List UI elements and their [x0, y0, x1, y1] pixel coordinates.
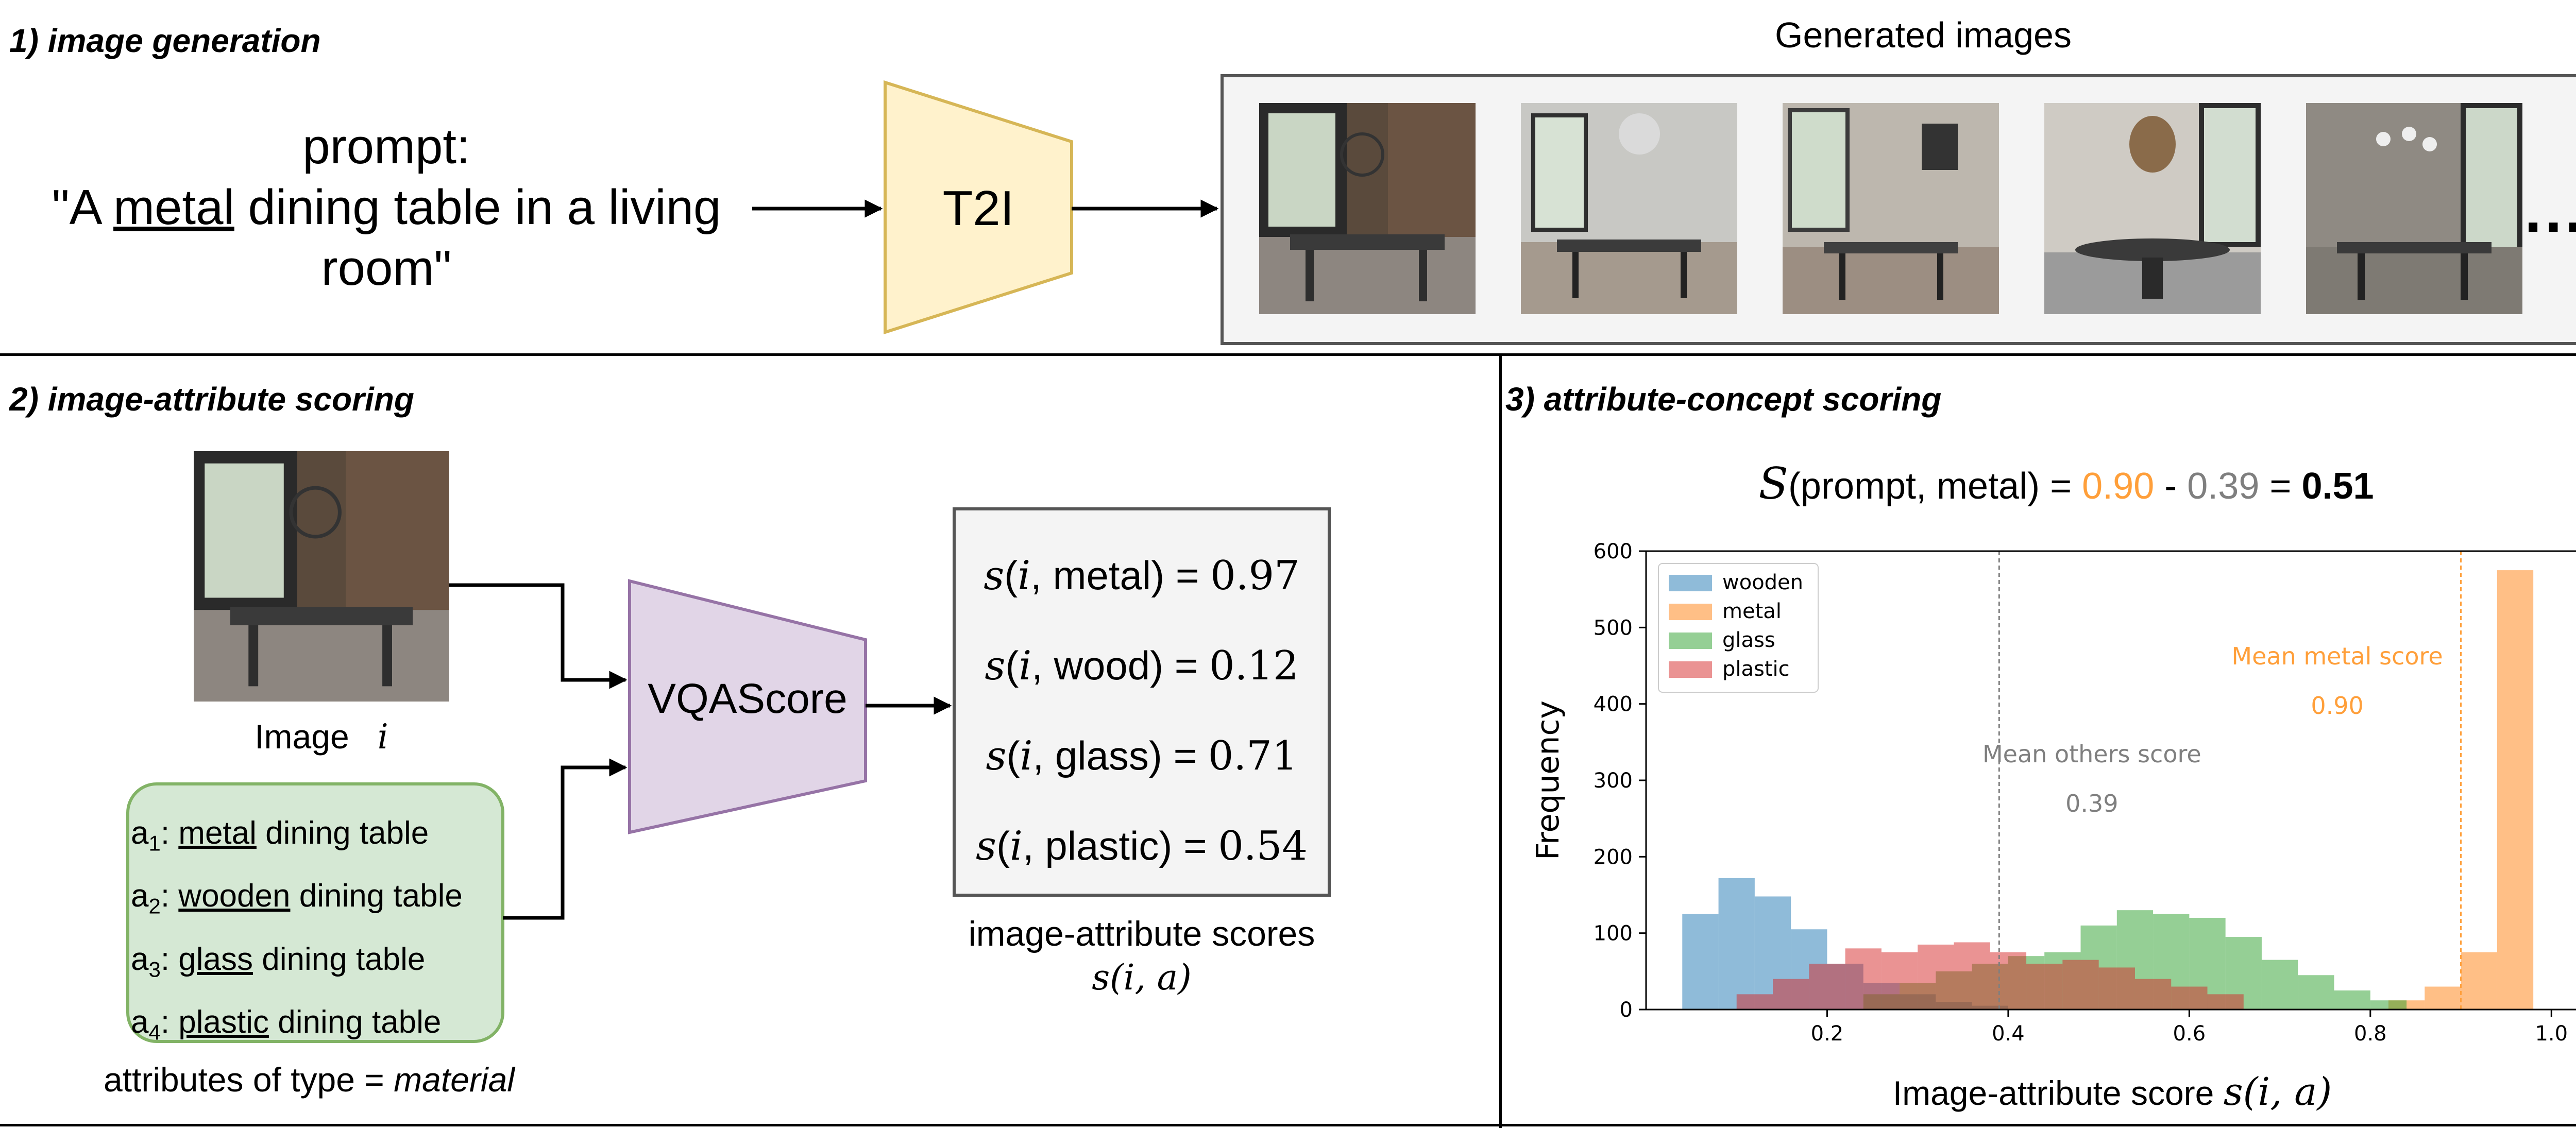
generated-image-4: [2044, 103, 2261, 314]
list-item: a2: wooden dining table: [131, 878, 463, 918]
section1-title: 1) image generation: [9, 22, 321, 59]
vqascore-label: VQAScore: [648, 675, 848, 722]
scores-caption-math: s(i, a): [1092, 958, 1192, 998]
legend-box: [1658, 563, 1819, 693]
prompt-line-1: "A metal dining table in a living: [52, 180, 721, 235]
histogram-bar-plastic: [1773, 979, 1809, 1010]
metal-mean-value: 0.90: [2082, 466, 2155, 507]
gallery-title: Generated images: [1775, 15, 2072, 55]
list-item: a1: metal dining table: [131, 815, 429, 856]
y-tick-label: 500: [1594, 616, 1633, 640]
y-tick-label: 600: [1594, 540, 1633, 563]
image-variable: i: [377, 717, 388, 757]
histogram-bar-plastic: [2171, 986, 2208, 1010]
y-tick-label: 400: [1594, 693, 1633, 716]
score-row: s(i, glass) = 0.71: [986, 733, 1298, 779]
divider-top: [0, 353, 2576, 356]
x-tick-label: 0.8: [2354, 1022, 2387, 1046]
prompt-underlined-word: metal: [113, 180, 234, 235]
legend-swatch-wooden: [1669, 575, 1712, 591]
prompt-text: prompt: "A metal dining table in a livin…: [21, 116, 752, 299]
histogram-bar-wooden: [1682, 914, 1719, 1010]
t2i-label: T2I: [942, 181, 1014, 236]
legend-swatch-metal: [1669, 604, 1712, 620]
generated-image-5: [2306, 103, 2522, 314]
divider-bottom: [0, 1124, 2576, 1126]
x-axis-label: Image-attribute score s(i, a): [1893, 1070, 2332, 1114]
y-axis-label: Frequency: [1530, 700, 1566, 860]
vqascore-block: [628, 579, 867, 834]
attributes-box: [126, 782, 504, 1043]
legend-swatch-plastic: [1669, 661, 1712, 678]
histogram-bar-wooden: [1718, 878, 1755, 1010]
legend-swatch-glass: [1669, 633, 1712, 649]
t2i-block: [884, 80, 1073, 335]
input-image: [194, 451, 449, 702]
histogram-bar-glass: [2298, 975, 2334, 1010]
generated-image-1: [1259, 103, 1476, 314]
concept-score-formula: S(prompt, metal) = 0.90 - 0.39 = 0.51: [1758, 458, 2374, 509]
scores-box: [953, 507, 1331, 897]
section2-title: 2) image-attribute scoring: [9, 381, 414, 418]
x-tick-label: 0.4: [1992, 1022, 2025, 1046]
section3-title: 3) attribute-concept scoring: [1505, 381, 1942, 418]
histogram-bar-plastic: [1918, 944, 1954, 1010]
histogram-chart: Mean others score 0.39 Mean metal score 0.9…: [1530, 540, 2576, 1114]
histogram-bar-metal: [2425, 986, 2461, 1010]
gallery-ellipsis: ...: [2524, 176, 2576, 245]
y-tick-label: 300: [1594, 769, 1633, 793]
generated-image-2: [1521, 103, 1737, 314]
score-row: s(i, plastic) = 0.54: [976, 823, 1308, 869]
annotation-label: Mean metal score: [2231, 642, 2443, 670]
score-row: s(i, metal) = 0.97: [984, 553, 1300, 599]
scores-caption: image-attribute scores s(i, a): [907, 912, 1377, 1000]
histogram-bar-glass: [2261, 960, 2298, 1010]
legend-label-metal: metal: [1722, 600, 1782, 623]
annotation-label: Mean others score: [1982, 740, 2201, 768]
histogram-bar-plastic: [1809, 964, 1845, 1010]
y-tick-label: 100: [1594, 922, 1633, 946]
histogram-bar-plastic: [2026, 964, 2063, 1010]
histogram-bar-plastic: [2207, 994, 2244, 1010]
section2-flow: [126, 507, 1331, 1043]
x-tick-label: 1.0: [2535, 1022, 2568, 1046]
arrow-image-to-vqa: [449, 583, 628, 689]
histogram-bar-plastic: [2134, 979, 2172, 1010]
generated-image-3: [1783, 103, 1999, 314]
prompt-line-2: room": [321, 241, 452, 296]
annotation-value: 0.90: [2311, 692, 2363, 720]
histogram-bar-plastic: [2098, 967, 2135, 1010]
histogram-bar-glass: [2370, 1000, 2407, 1010]
legend-label-glass: glass: [1722, 628, 1775, 652]
others-mean-value: 0.39: [2187, 466, 2260, 507]
score-row: s(i, wood) = 0.12: [985, 643, 1299, 689]
y-tick-label: 200: [1594, 845, 1633, 869]
histogram-bar-plastic: [1736, 994, 1773, 1010]
divider-vertical: [1499, 353, 1502, 1128]
histogram-bar-plastic: [2062, 960, 2099, 1010]
attributes-caption: attributes of type = material: [104, 1061, 515, 1099]
legend-label-wooden: wooden: [1722, 571, 1803, 594]
histogram-bar-glass: [2334, 990, 2370, 1010]
concept-score-result: 0.51: [2301, 466, 2374, 507]
x-tick-label: 0.2: [1811, 1022, 1844, 1046]
histogram-bar-plastic: [1954, 942, 1990, 1010]
arrow-attrs-to-vqa: [503, 758, 628, 920]
histogram-bar-metal: [2497, 570, 2534, 1010]
x-tick-label: 0.6: [2173, 1022, 2206, 1046]
attributes-list: a1: metal dining table a2: wooden dining…: [131, 807, 507, 1059]
image-caption: Image i: [255, 717, 388, 757]
legend-label-plastic: plastic: [1722, 657, 1790, 681]
histogram-bar-plastic: [1881, 952, 1918, 1010]
list-item: a3: glass dining table: [131, 941, 426, 982]
prompt-label: prompt:: [302, 119, 470, 174]
annotation-value: 0.39: [2065, 790, 2118, 817]
list-item: a4: plastic dining table: [131, 1004, 442, 1045]
y-tick-label: 0: [1620, 998, 1633, 1022]
histogram-bar-plastic: [1990, 952, 2027, 1010]
histogram-bar-metal: [2461, 952, 2497, 1010]
scores-list: s(i, metal) = 0.97 s(i, wood) = 0.12 s(i…: [958, 531, 1325, 891]
histogram-bar-plastic: [1845, 948, 1882, 1010]
